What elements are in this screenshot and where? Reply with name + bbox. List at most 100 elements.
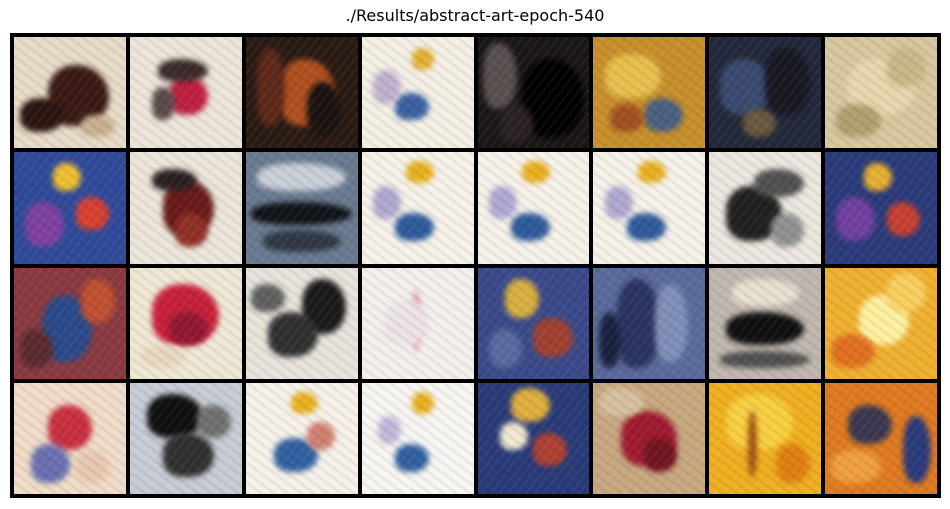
generated-image-tile [477,267,590,379]
paint-blob [864,163,893,192]
paint-blob [81,114,115,138]
paint-blob [262,230,341,253]
paint-blob [830,334,876,368]
paint-blob [41,295,93,363]
paint-blob [47,64,110,126]
paint-blob [411,391,435,414]
paint-blob [522,59,584,138]
paint-blob [748,410,758,478]
paint-blob [726,312,805,346]
paint-blob [395,213,435,242]
paint-blob [279,59,336,126]
paint-blob [157,59,209,82]
paint-blob [169,312,209,346]
paint-blob [152,168,197,192]
paint-blob [522,161,551,184]
paint-blob [307,421,336,450]
paint-blob [53,163,82,192]
generated-image-tile [709,37,822,149]
generated-image-tile [245,152,358,264]
generated-image-tile [129,152,242,264]
paint-blob [858,295,910,346]
paint-blob [301,278,347,335]
paint-blob [499,103,534,143]
paint-blob [251,202,353,225]
paint-blob [830,449,882,483]
paint-blob [598,312,622,368]
paint-blob [533,317,573,357]
generated-image-tile [825,267,937,379]
paint-blob [654,284,689,363]
paint-blob [395,92,429,121]
paint-blob [75,449,110,483]
paint-blob [643,438,678,472]
paint-blob [726,393,794,450]
paint-blob [626,213,667,242]
paint-blob [847,59,915,115]
paint-blob [268,312,319,357]
paint-blob [604,185,633,219]
paint-blob [886,202,921,236]
image-grid [10,33,941,498]
paint-blob [776,443,810,483]
paint-blob [290,391,319,414]
paint-blob [251,284,285,312]
paint-blob [836,103,882,138]
paint-blob [604,53,661,99]
paint-blob [720,59,771,115]
paint-blob [886,48,926,88]
paint-blob [372,70,401,104]
paint-blob [726,185,782,242]
paint-blob [372,185,401,219]
generated-image-tile [361,382,474,494]
paint-blob [30,443,70,483]
paint-blob [163,180,214,236]
paint-blob [731,278,799,307]
paint-blob [141,345,186,368]
paint-blob [483,42,517,110]
paint-blob [47,405,93,450]
paint-blob [273,438,319,472]
paint-blob [610,103,644,132]
paint-blob [533,432,567,467]
generated-image-tile [245,382,358,494]
figure-title: ./Results/abstract-art-epoch-540 [345,6,605,25]
paint-blob [146,393,203,439]
paint-blob [81,278,115,324]
paint-blob [256,48,285,126]
paint-blob [499,421,528,450]
paint-blob [720,350,810,368]
paint-blob [152,284,220,346]
paint-blob [770,213,805,247]
paint-blob [19,98,65,132]
generated-image-tile [477,382,590,494]
paint-blob [411,48,435,71]
paint-blob [765,48,810,115]
generated-image-tile [593,37,706,149]
paint-blob [511,388,551,422]
generated-image-tile [709,152,822,264]
generated-image-tile [709,267,822,379]
generated-image-tile [129,267,242,379]
generated-image-tile [129,382,242,494]
generated-image-tile [14,267,126,379]
paint-blob [378,416,401,444]
generated-image-tile [14,37,126,149]
generated-image-tile [593,267,706,379]
paint-blob [256,163,347,192]
paint-blob [598,388,644,417]
paint-blob [511,213,551,242]
paint-blob [197,405,231,439]
paint-blob [847,405,893,444]
paint-blob [163,432,214,478]
generated-image-tile [129,37,242,149]
generated-image-tile [14,152,126,264]
paint-blob [836,196,876,242]
generated-image-tile [477,152,590,264]
generated-image-tile [361,152,474,264]
generated-image-tile [825,37,937,149]
paint-blob [643,98,683,132]
paint-blob [174,213,209,247]
paint-blob [19,328,54,368]
generated-image-tile [14,382,126,494]
